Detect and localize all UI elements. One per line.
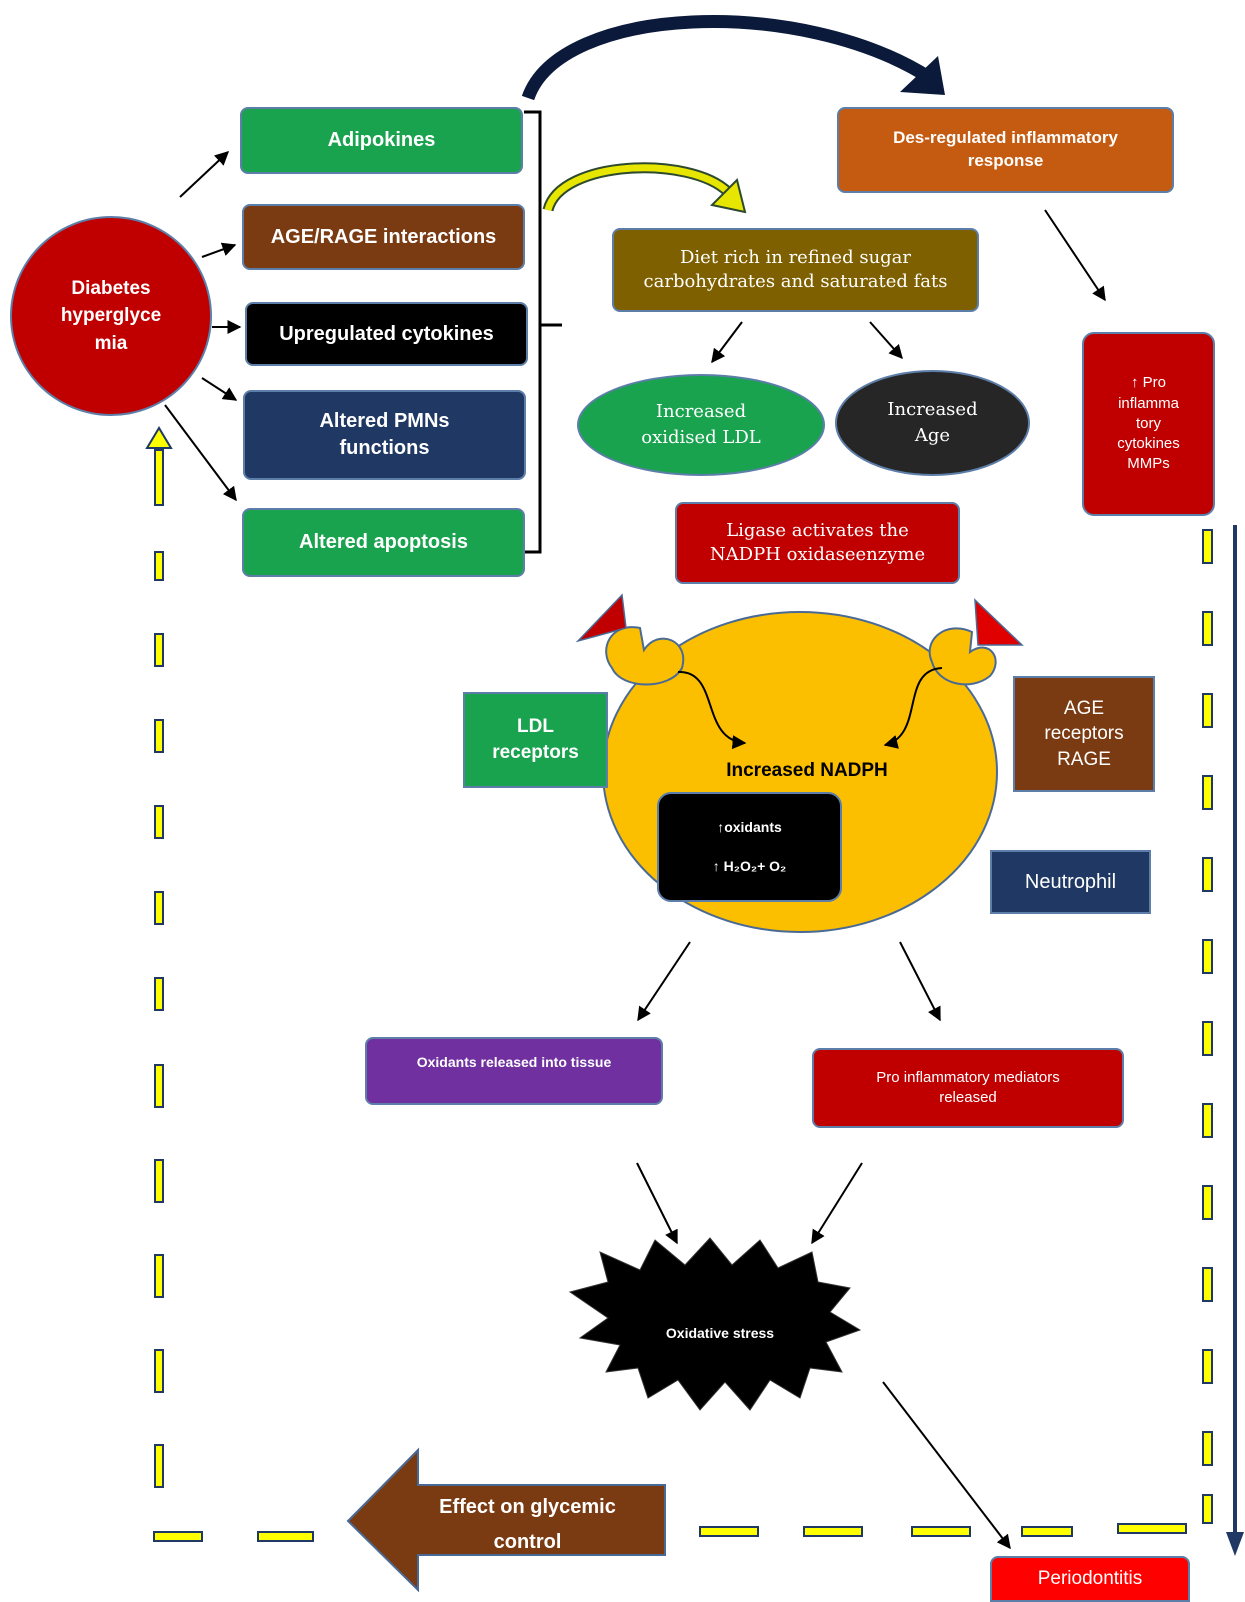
node-apoptosis: Altered apoptosis xyxy=(242,508,525,577)
node-periodontitis: Periodontitis xyxy=(990,1556,1190,1602)
node-desregulated-label: Des-regulated inflammatory response xyxy=(893,128,1118,170)
right-dashed-line xyxy=(1202,529,1213,1524)
arrow-oxidants-to-stress xyxy=(636,1162,678,1245)
node-age-inc: Increased Age xyxy=(835,370,1030,476)
node-oxidants-released-label: Oxidants released into tissue xyxy=(416,1054,612,1070)
age-receptor-shape xyxy=(928,627,997,686)
node-mediators: Pro inflammatory mediators released xyxy=(812,1048,1124,1128)
age-ligand-triangle xyxy=(974,598,1024,646)
arrow-to-oxidants-released xyxy=(637,941,691,1022)
oxidative-stress-star xyxy=(568,1237,862,1411)
age-signal-arrow xyxy=(883,667,943,749)
node-adipokines-label: Adipokines xyxy=(327,129,436,151)
node-diabetes-label: Diabetes hyperglyce mia xyxy=(60,277,162,354)
arrow-to-age-inc xyxy=(869,321,903,360)
top-curved-arrowhead xyxy=(900,56,945,95)
node-pmns-label: Altered PMNs functions xyxy=(319,410,450,459)
node-glycemic: Effect on glycemic control xyxy=(439,1496,616,1553)
node-age-receptors: AGE receptors RAGE xyxy=(1013,676,1155,792)
arrow-to-mediators xyxy=(899,941,941,1022)
top-curved-arrow xyxy=(521,15,934,101)
arrow-mediators-to-stress xyxy=(811,1162,863,1245)
arrow-to-apoptosis xyxy=(164,404,237,502)
node-nadph: Increased NADPH xyxy=(726,760,888,781)
node-oxidants: ↑oxidants ↑ H₂O₂+ O₂ xyxy=(657,792,842,902)
bracket xyxy=(524,110,542,554)
glycemic-block-arrow xyxy=(346,1447,666,1593)
yellow-curved-arrowhead xyxy=(709,178,747,214)
node-oxidants-line1: ↑oxidants xyxy=(717,819,782,836)
node-diet-label: Diet rich in refined sugar carbohydrates… xyxy=(643,246,948,292)
ldl-receptor-shape xyxy=(605,626,685,686)
node-apoptosis-label: Altered apoptosis xyxy=(299,531,468,553)
node-mediators-label: Pro inflammatory mediators released xyxy=(876,1068,1060,1106)
node-oxidants-released: Oxidants released into tissue xyxy=(365,1037,663,1105)
node-periodontitis-label: Periodontitis xyxy=(1037,1568,1143,1589)
node-age-rage: AGE/RAGE interactions xyxy=(242,204,525,270)
node-pro-cytokines-label: ↑ Pro inflamma tory cytokines MMPs xyxy=(1117,374,1180,473)
left-dashed-arrowhead xyxy=(145,426,173,449)
arrow-to-ldl-ox xyxy=(711,321,743,364)
node-pro-cytokines: ↑ Pro inflamma tory cytokines MMPs xyxy=(1082,332,1215,516)
node-age-inc-label: Increased Age xyxy=(887,398,978,446)
bottom-dashed-line xyxy=(153,1523,1187,1542)
node-ligase-label: Ligase activates the NADPH oxidaseenzyme xyxy=(709,519,926,565)
node-diabetes: Diabetes hyperglyce mia xyxy=(10,216,212,416)
node-ldl-receptors-label: LDL receptors xyxy=(492,716,579,763)
node-ligase: Ligase activates the NADPH oxidaseenzyme xyxy=(675,502,960,584)
node-age-rage-label: AGE/RAGE interactions xyxy=(270,225,497,248)
node-oxidants-line2: ↑ H₂O₂+ O₂ xyxy=(712,858,787,875)
node-pmns: Altered PMNs functions xyxy=(243,390,526,480)
node-neutrophil: Neutrophil xyxy=(990,850,1151,914)
arrow-to-pmns xyxy=(201,377,238,401)
node-ldl-receptors: LDL receptors xyxy=(463,692,608,788)
ldl-ligand-triangle xyxy=(575,593,627,643)
node-ldl-ox: Increased oxidised LDL xyxy=(577,374,825,476)
node-neutrophil-label: Neutrophil xyxy=(1024,870,1117,893)
node-age-receptors-label: AGE receptors RAGE xyxy=(1044,697,1124,770)
node-adipokines: Adipokines xyxy=(240,107,523,174)
node-diet: Diet rich in refined sugar carbohydrates… xyxy=(612,228,979,312)
arrow-to-pro-cytokines xyxy=(1044,209,1106,302)
node-oxidative-stress: Oxidative stress xyxy=(665,1325,775,1341)
node-cytokines: Upregulated cytokines xyxy=(245,302,528,366)
left-dashed-line xyxy=(154,449,164,1488)
ldl-signal-arrow xyxy=(677,670,747,750)
node-ldl-ox-label: Increased oxidised LDL xyxy=(641,400,761,448)
arrow-to-age-rage xyxy=(201,242,237,258)
arrow-to-periodontitis xyxy=(882,1381,1011,1550)
node-cytokines-label: Upregulated cytokines xyxy=(279,322,494,345)
node-desregulated: Des-regulated inflammatory response xyxy=(837,107,1174,193)
arrow-to-adipokines xyxy=(179,151,230,198)
